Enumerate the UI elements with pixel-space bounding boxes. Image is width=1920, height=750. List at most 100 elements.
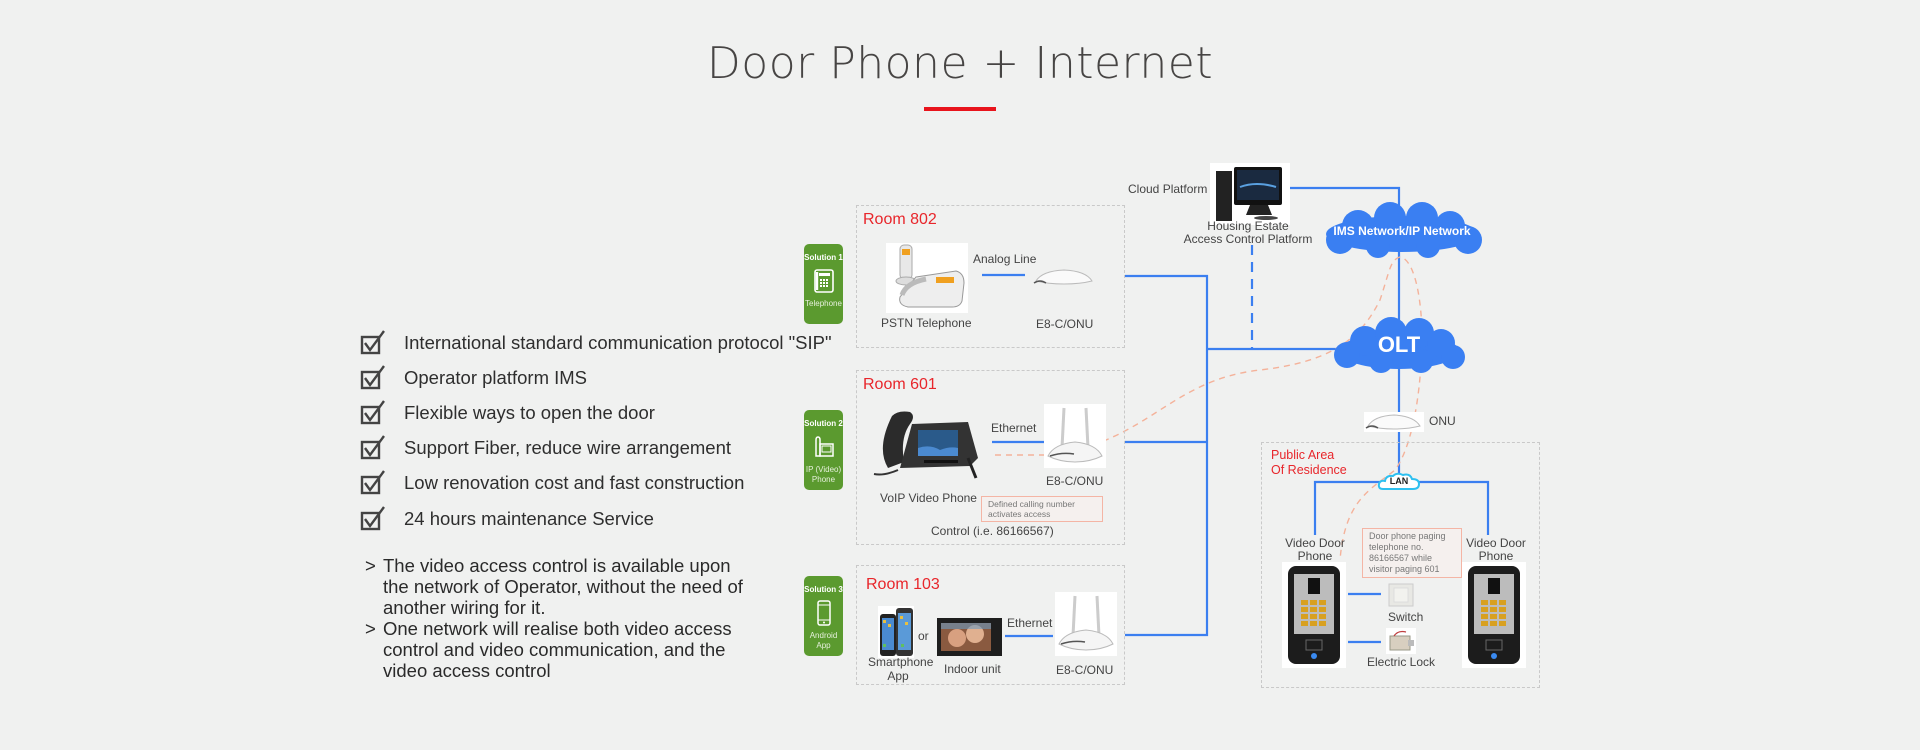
solution-title: Solution 2 bbox=[804, 419, 843, 428]
platform-name-line: Access Control Platform bbox=[1183, 232, 1313, 246]
wifi-router-icon bbox=[1055, 592, 1117, 656]
ip-video-phone-icon bbox=[814, 436, 834, 457]
solution-badge-2: Solution 2 IP (Video) Phone bbox=[804, 410, 843, 490]
note-line: control and video communication, and the bbox=[383, 639, 726, 660]
callout-line: 86166567 while bbox=[1369, 553, 1433, 563]
note-item: > One network will realise both video ac… bbox=[365, 618, 785, 681]
lan-label: LAN bbox=[1389, 476, 1409, 486]
feature-text: International standard communication pro… bbox=[404, 331, 832, 353]
onu-label: ONU bbox=[1429, 414, 1456, 428]
feature-text: Low renovation cost and fast constructio… bbox=[404, 472, 745, 494]
title-underline bbox=[924, 107, 996, 111]
solution-title: Solution 1 bbox=[804, 253, 843, 262]
feature-item: Flexible ways to open the door bbox=[360, 395, 840, 430]
note-line: video access control bbox=[383, 660, 551, 681]
router-label: E8-C/ONU bbox=[1046, 474, 1104, 488]
solution-label: Android App bbox=[809, 631, 838, 650]
feature-text: 24 hours maintenance Service bbox=[404, 507, 654, 529]
switch-icon bbox=[1388, 583, 1414, 607]
cloud-platform-label: Cloud Platform bbox=[1128, 182, 1208, 196]
room-103-box bbox=[856, 565, 1125, 685]
public-area-title-line: Of Residence bbox=[1271, 463, 1347, 477]
note-marker: > bbox=[365, 555, 376, 576]
ims-network-label: IMS Network/IP Network bbox=[1333, 224, 1471, 238]
pstn-telephone-label: PSTN Telephone bbox=[881, 316, 972, 330]
feature-item: Low renovation cost and fast constructio… bbox=[360, 466, 840, 501]
callout-line: telephone no. bbox=[1369, 542, 1424, 552]
checkbox-checked-icon bbox=[360, 329, 385, 354]
feature-item: Operator platform IMS bbox=[360, 360, 840, 395]
video-door-phone-left-icon bbox=[1282, 562, 1346, 668]
public-area-box bbox=[1261, 442, 1540, 688]
feature-item: Support Fiber, reduce wire arrangement bbox=[360, 431, 840, 466]
olt-cloud-icon bbox=[1334, 317, 1465, 373]
ethernet-label: Ethernet bbox=[1007, 616, 1053, 630]
feature-text: Operator platform IMS bbox=[404, 366, 588, 388]
video-door-phone-right-icon bbox=[1462, 562, 1526, 668]
router-label: E8-C/ONU bbox=[1056, 663, 1114, 677]
note-line: One network will realise both video acce… bbox=[383, 618, 732, 639]
note-marker: > bbox=[365, 618, 376, 639]
solution-badge-3: Solution 3 Android App bbox=[804, 576, 843, 656]
platform-name: Housing Estate Access Control Platform bbox=[1183, 220, 1313, 246]
solution-label: IP (Video) Phone bbox=[805, 465, 842, 484]
notes-list: > The video access control is available … bbox=[365, 555, 785, 681]
solution-title: Solution 3 bbox=[804, 585, 843, 594]
wifi-router-icon bbox=[1044, 404, 1106, 468]
pstn-telephone-icon bbox=[886, 243, 968, 313]
onu-device-icon bbox=[1364, 412, 1424, 432]
room-103-title: Room 103 bbox=[866, 576, 940, 593]
door-phone-label-line: Phone bbox=[1297, 549, 1333, 563]
smartphone-app-label: Smartphone App bbox=[868, 655, 934, 683]
note-line: the network of Operator, without the nee… bbox=[383, 576, 743, 597]
note-item: > The video access control is available … bbox=[365, 555, 785, 618]
voip-video-phone-label: VoIP Video Phone bbox=[880, 491, 977, 505]
smartphone-app-icon bbox=[878, 606, 914, 658]
note-line: The video access control is available up… bbox=[383, 555, 731, 576]
ethernet-label: Ethernet bbox=[991, 421, 1037, 435]
callout-line: visitor paging 601 bbox=[1369, 564, 1440, 574]
feature-checklist: International standard communication pro… bbox=[360, 325, 840, 536]
callout-line: Door phone paging bbox=[1369, 531, 1446, 541]
ims-network-cloud-icon bbox=[1326, 202, 1482, 258]
checkbox-checked-icon bbox=[360, 400, 385, 425]
checkbox-checked-icon bbox=[360, 505, 385, 530]
feature-item: International standard communication pro… bbox=[360, 325, 840, 360]
feature-text: Support Fiber, reduce wire arrangement bbox=[404, 437, 732, 459]
or-label: or bbox=[918, 629, 929, 643]
checkbox-checked-icon bbox=[360, 365, 385, 389]
door-phone-label-line: Video Door bbox=[1466, 536, 1526, 550]
router-label: E8-C/ONU bbox=[1036, 317, 1094, 331]
electric-lock-icon bbox=[1386, 628, 1416, 654]
lan-cloud-icon bbox=[1377, 472, 1421, 490]
solution-badge-1: Solution 1 Telephone bbox=[804, 244, 843, 324]
control-caption: Control (i.e. 86166567) bbox=[931, 524, 1054, 538]
note-line: another wiring for it. bbox=[383, 597, 546, 618]
door-phone-paging-callout: Door phone paging telephone no. 86166567… bbox=[1362, 528, 1462, 578]
telephone-icon bbox=[813, 269, 834, 293]
checkbox-checked-icon bbox=[360, 435, 385, 460]
room-802-box bbox=[856, 205, 1125, 348]
switch-label: Switch bbox=[1388, 610, 1424, 624]
voip-video-phone-icon bbox=[873, 411, 978, 479]
platform-name-line: Housing Estate bbox=[1207, 219, 1289, 233]
solution-label: Telephone bbox=[805, 299, 842, 308]
checkbox-checked-icon bbox=[360, 470, 385, 495]
olt-label: OLT bbox=[1377, 332, 1421, 357]
video-door-phone-right-label: Video Door Phone bbox=[1457, 537, 1535, 563]
onu-router-icon bbox=[1033, 269, 1093, 285]
platform-computer-icon bbox=[1210, 163, 1290, 225]
indoor-unit-icon bbox=[937, 618, 1002, 656]
public-area-title: Public Area Of Residence bbox=[1271, 448, 1347, 478]
feature-text: Flexible ways to open the door bbox=[404, 401, 655, 423]
page-title: Door Phone + Internet bbox=[706, 38, 1214, 89]
door-phone-label-line: Video Door bbox=[1285, 536, 1345, 550]
electric-lock-label: Electric Lock bbox=[1367, 655, 1436, 669]
room-601-title: Room 601 bbox=[863, 376, 937, 393]
callout-line: activates access bbox=[988, 509, 1051, 519]
video-door-phone-left-label: Video Door Phone bbox=[1276, 537, 1354, 563]
smartphone-icon bbox=[816, 600, 831, 626]
calling-number-callout: Defined calling number activates access bbox=[981, 496, 1103, 522]
callout-line: Defined calling number bbox=[988, 499, 1075, 509]
link-room802-trunk bbox=[1125, 274, 1209, 637]
